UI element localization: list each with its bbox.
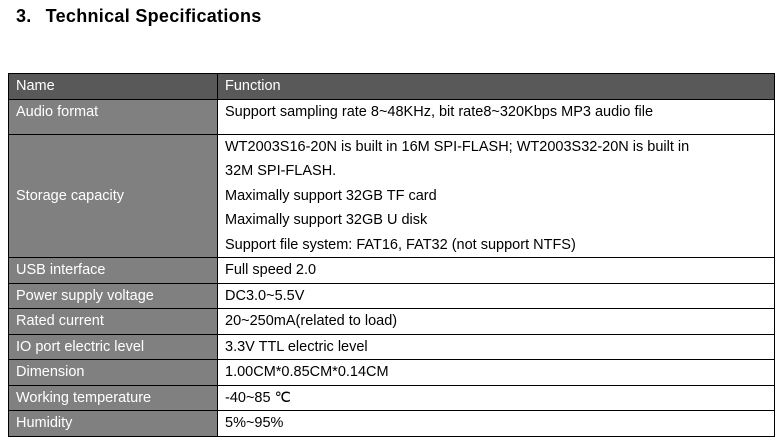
spec-function: DC3.0~5.5V — [217, 282, 775, 309]
header-function: Function — [217, 73, 775, 100]
spec-name: Audio format — [8, 98, 218, 135]
table-row: Dimension 1.00CM*0.85CM*0.14CM — [8, 359, 775, 386]
spec-function: 3.3V TTL electric level — [217, 333, 775, 360]
spec-name: Working temperature — [8, 384, 218, 411]
spec-function: -40~85 ℃ — [217, 384, 775, 411]
spec-name: Humidity — [8, 410, 218, 437]
spec-line: DC3.0~5.5V — [225, 287, 305, 304]
table-row: USB interface Full speed 2.0 — [8, 257, 775, 284]
section-title: Technical Specifications — [45, 6, 262, 26]
spec-line: WT2003S16-20N is built in 16M SPI-FLASH;… — [225, 138, 690, 155]
spec-function: WT2003S16-20N is built in 16M SPI-FLASH;… — [217, 133, 775, 258]
spec-function: 5%~95% — [217, 410, 775, 437]
table-row: Storage capacity WT2003S16-20N is built i… — [8, 133, 775, 258]
specifications-table: Name Function Audio format Support sampli… — [8, 73, 775, 437]
spec-line: 1.00CM*0.85CM*0.14CM — [225, 364, 389, 380]
table-row: Working temperature -40~85 ℃ — [8, 384, 775, 411]
spec-function: Support sampling rate 8~48KHz, bit rate8… — [217, 98, 775, 135]
spec-name: USB interface — [8, 257, 218, 284]
spec-line: Full speed 2.0 — [225, 262, 317, 278]
section-number: 3. — [16, 6, 32, 26]
spec-name: Power supply voltage — [8, 282, 218, 309]
table-row: Power supply voltage DC3.0~5.5V — [8, 282, 775, 309]
spec-line: 3.3V TTL electric level — [225, 338, 368, 355]
spec-line: Support sampling rate 8~48KHz, bit rate8… — [225, 103, 654, 120]
spec-function: 20~250mA(related to load) — [217, 308, 775, 335]
table-row: Audio format Support sampling rate 8~48KH… — [8, 98, 775, 135]
spec-line: -40~85 ℃ — [225, 389, 291, 406]
table-row: Humidity 5%~95% — [8, 410, 775, 437]
spec-line: 32M SPI-FLASH. — [225, 163, 337, 179]
spec-line: 20~250mA(related to load) — [225, 313, 398, 329]
spec-line: Maximally support 32GB U disk — [225, 212, 428, 228]
table-row: Rated current 20~250mA(related to load) — [8, 308, 775, 335]
spec-name: Dimension — [8, 359, 218, 386]
spec-name: Storage capacity — [8, 133, 218, 258]
spec-line: Maximally support 32GB TF card — [225, 187, 437, 204]
spec-function: Full speed 2.0 — [217, 257, 775, 284]
header-name: Name — [8, 73, 218, 100]
spec-line: 5%~95% — [225, 415, 284, 431]
spec-name: IO port electric level — [8, 333, 218, 360]
table-header-row: Name Function — [8, 73, 775, 100]
section-heading: 3. Technical Specifications — [16, 6, 262, 27]
spec-function: 1.00CM*0.85CM*0.14CM — [217, 359, 775, 386]
spec-line: Support file system: FAT16, FAT32 (not s… — [225, 236, 576, 253]
table-row: IO port electric level 3.3V TTL electric … — [8, 333, 775, 360]
spec-name: Rated current — [8, 308, 218, 335]
